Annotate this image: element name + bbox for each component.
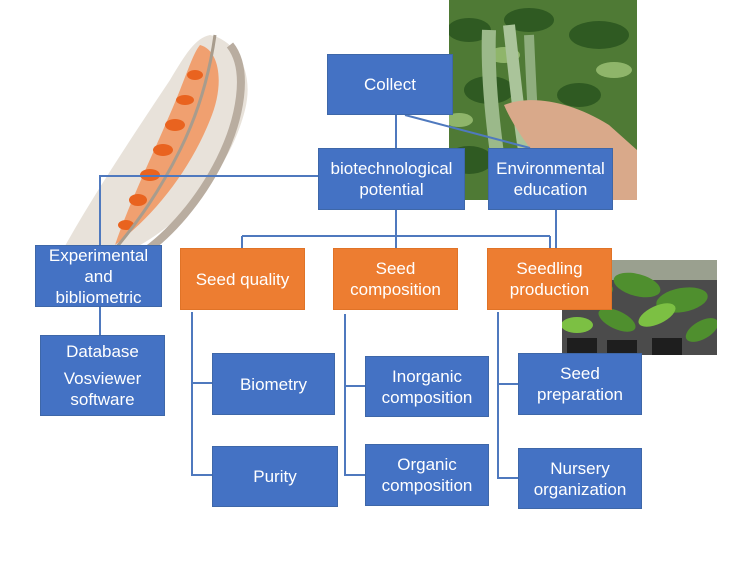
seed-quality-node: Seed quality xyxy=(180,248,305,310)
nursery-organization-node: Nursery organization xyxy=(518,448,642,509)
environmental-education-node: Environmental education xyxy=(488,148,613,210)
biometry-node: Biometry xyxy=(212,353,335,415)
purity-node: Purity xyxy=(212,446,338,507)
seed-preparation-node: Seed preparation xyxy=(518,353,642,415)
organic-composition-node: Organic composition xyxy=(365,444,489,506)
vosviewer-label: Vosviewer software xyxy=(63,369,142,409)
seedling-production-node: Seedling production xyxy=(487,248,612,310)
biotechnological-potential-node: biotechnological potential xyxy=(318,148,465,210)
collect-node: Collect xyxy=(327,54,453,115)
experimental-bibliometric-node: Experimental and bibliometric xyxy=(35,245,162,307)
database-label: Database xyxy=(66,342,139,361)
seed-pod-photo xyxy=(60,34,248,259)
seed-composition-node: Seed composition xyxy=(333,248,458,310)
inorganic-composition-node: Inorganic composition xyxy=(365,356,489,417)
database-software-node: Database Vosviewer software xyxy=(40,335,165,416)
